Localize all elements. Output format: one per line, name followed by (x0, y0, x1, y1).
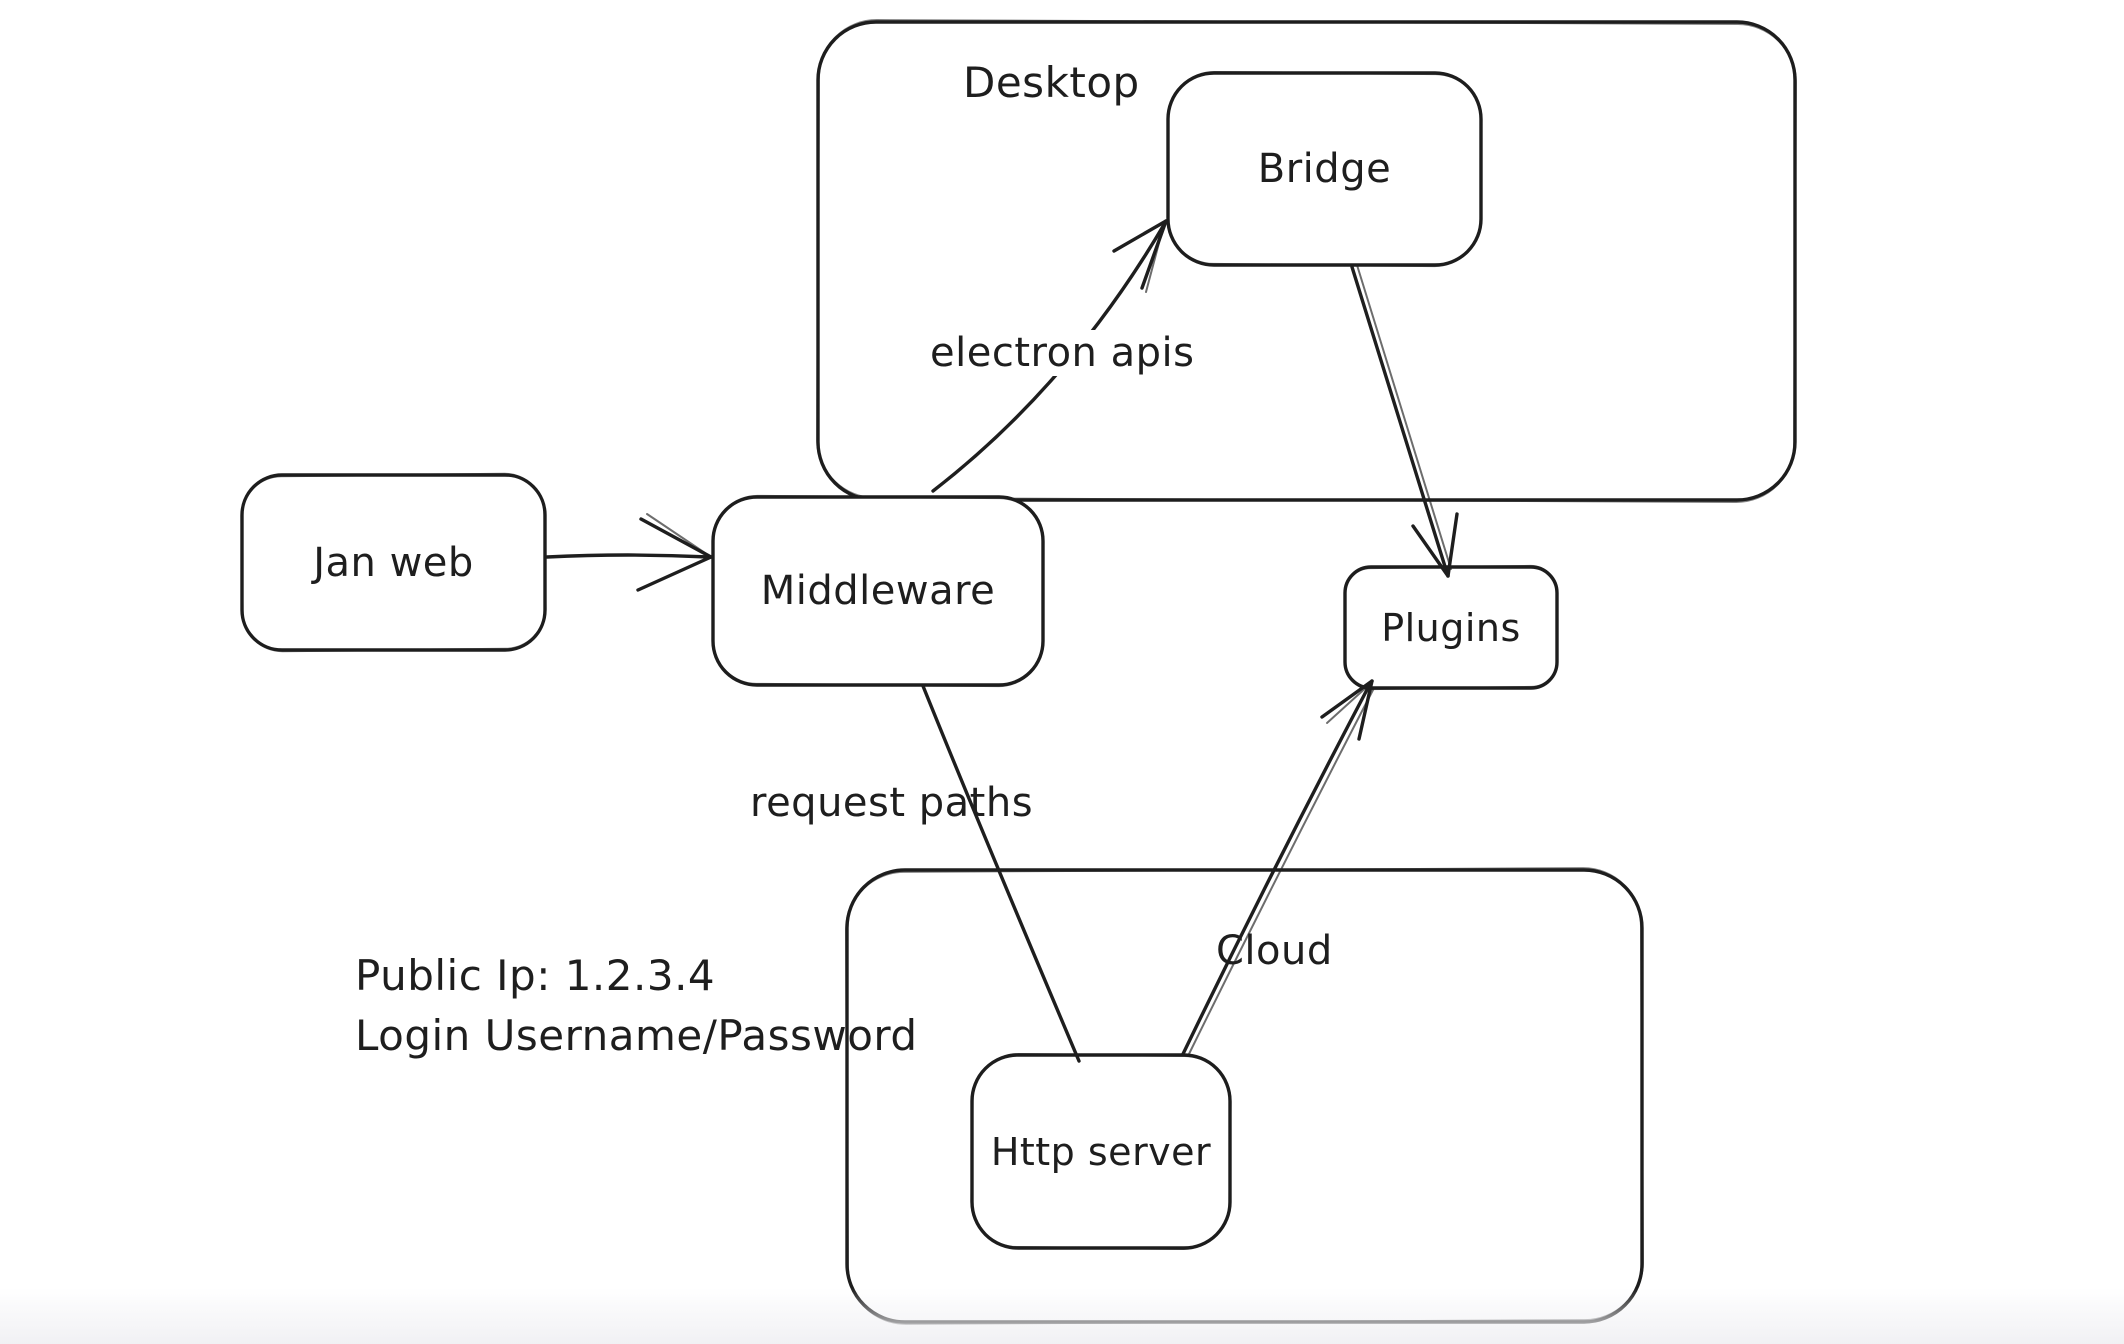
bridge-label[interactable]: Bridge (1257, 146, 1392, 192)
cloud-container-label[interactable]: Cloud (1216, 928, 1333, 974)
bridge-node[interactable] (1166, 70, 1483, 268)
jan-web-node[interactable] (240, 472, 547, 653)
arrowhead (1411, 524, 1450, 578)
arrowhead (1446, 512, 1459, 578)
arrowhead-echo (1326, 683, 1371, 724)
login-credentials-text: Login Username/Password (355, 1011, 918, 1060)
arrowhead (636, 555, 713, 592)
arrowhead (639, 517, 713, 559)
jan-web-label[interactable]: Jan web (313, 539, 474, 586)
arrowhead (1357, 679, 1374, 741)
middleware-node[interactable] (711, 494, 1045, 688)
public-ip-text: Public Ip: 1.2.3.4 (355, 951, 716, 1000)
arrowhead-echo (1145, 223, 1165, 293)
edge-httpserver-to-plugins[interactable] (1181, 679, 1375, 1057)
middleware-label[interactable]: Middleware (760, 568, 996, 614)
electron-apis-edge-label[interactable]: electron apis (926, 330, 1199, 376)
request-paths-edge-label[interactable]: request paths (750, 780, 1034, 826)
http-server-node[interactable] (970, 1053, 1232, 1250)
arrowhead (1112, 219, 1168, 253)
http-server-label[interactable]: Http server (990, 1129, 1212, 1174)
plugins-label[interactable]: Plugins (1381, 605, 1521, 650)
edge-middleware-to-httpserver[interactable] (921, 684, 1081, 1063)
arrowhead (1320, 679, 1374, 719)
desktop-container-label[interactable]: Desktop (963, 58, 1140, 107)
edge-bridge-to-plugins[interactable] (1350, 264, 1459, 578)
edge-janweb-to-middleware[interactable] (545, 513, 713, 592)
credentials-annotation[interactable]: Public Ip: 1.2.3.4 Login Username/Passwo… (355, 946, 918, 1066)
arrowhead-echo (646, 513, 712, 558)
